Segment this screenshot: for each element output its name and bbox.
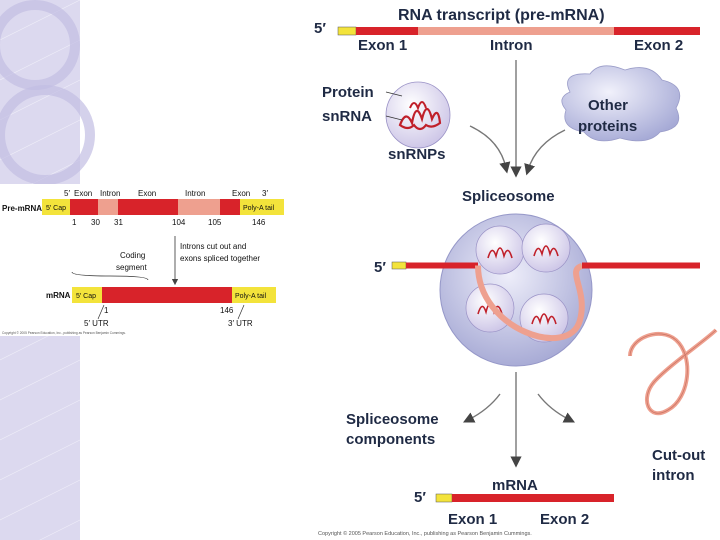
top-five-prime: 5′ (314, 20, 326, 37)
inner-snrna-2 (533, 245, 559, 257)
left-copyright: Copyright © 2005 Pearson Education, Inc.… (2, 331, 126, 335)
top-exon2-segment (614, 27, 700, 35)
bottom-exon1-segment (452, 494, 528, 502)
left-mrna-coding-segment (102, 287, 232, 303)
left-polya-label: Poly-A tail (243, 205, 275, 212)
left-mrna-polya-segment (232, 287, 276, 303)
inner-snrna-4 (531, 313, 557, 325)
left-utr5-leader (97, 304, 105, 320)
left-polya-segment (240, 199, 284, 215)
mid-cap (391, 261, 407, 270)
bottom-exon2-label: Exon 2 (540, 511, 589, 528)
left-exon-b: Exon (138, 189, 156, 198)
left-intron-b: Intron (185, 189, 205, 198)
left-exon-a: Exon (74, 189, 92, 198)
inner-snrnp-2 (521, 223, 571, 273)
bottom-exon2-segment (528, 494, 614, 502)
spliceosome-label: Spliceosome (462, 188, 555, 205)
left-utr3-leader (237, 304, 245, 320)
components-line1: Spliceosome (346, 411, 439, 428)
left-exon-segment-3 (220, 199, 240, 215)
other-proteins-arrow (524, 129, 566, 176)
premrna-title: RNA transcript (pre-mRNA) (398, 7, 605, 24)
top-intron-label: Intron (490, 37, 533, 54)
right-copyright: Copyright © 2005 Pearson Education, Inc.… (318, 530, 532, 537)
left-utr3: 3′ UTR (228, 319, 253, 328)
left-exon-segment-2 (118, 199, 178, 215)
bottom-five-prime: 5′ (414, 489, 426, 506)
snrnp-body (385, 81, 451, 149)
left-introns-line1: Introns cut out and (180, 242, 246, 251)
bottom-exon1-label: Exon 1 (448, 511, 497, 528)
left-num-104: 104 (172, 218, 186, 227)
left-intron-a: Intron (100, 189, 120, 198)
left-num-1: 1 (72, 218, 77, 227)
left-intron-segment-1 (98, 199, 118, 215)
mrna-label: mRNA (492, 477, 538, 494)
other-proteins-cloud (561, 65, 681, 142)
left-coding-bracket (71, 271, 149, 281)
top-exon1-label: Exon 1 (358, 37, 407, 54)
arrow-to-cutout (537, 393, 576, 423)
left-mrna-cap-segment (72, 287, 102, 303)
left-three-prime: 3′ (262, 189, 268, 198)
left-exon-segment-1 (70, 199, 98, 215)
snrna-coil (398, 107, 442, 131)
top-exon1-segment (356, 27, 418, 35)
cutout-line1: Cut-out (652, 447, 705, 464)
components-line2: components (346, 431, 435, 448)
mrna-strand (435, 493, 614, 503)
mid-five-prime: 5′ (374, 259, 386, 276)
snrnp-particle (385, 81, 451, 149)
left-mrna-bar (72, 287, 276, 303)
mid-intron-loop (475, 263, 585, 341)
left-mrna-num-146: 146 (220, 306, 234, 315)
left-five-prime: 5′ (64, 189, 70, 198)
protein-leader (385, 91, 403, 97)
snrna-leader (385, 115, 403, 121)
left-mrna-cap-label: 5′ Cap (76, 293, 96, 300)
spliceosome-rna (391, 261, 700, 341)
left-mrna-polya-label: Poly-A tail (235, 293, 267, 300)
snrna-coil-upper (409, 101, 427, 111)
left-cap-segment (42, 199, 70, 215)
right-panel: RNA transcript (pre-mRNA) 5′ Exon 1 Intr… (314, 7, 718, 537)
top-intron-segment (418, 27, 614, 35)
left-premrna-label: Pre-mRNA (2, 204, 42, 213)
premrna-strand (337, 26, 700, 36)
snrnp-arrow (469, 125, 511, 174)
snrnps-label: snRNPs (388, 146, 446, 163)
top-exon2-label: Exon 2 (634, 37, 683, 54)
arrow-to-components (462, 393, 501, 423)
other-proteins-line2: proteins (578, 118, 637, 135)
cutout-intron-outline (629, 329, 717, 414)
snrna-label: snRNA (322, 108, 372, 125)
cutout-line2: intron (652, 467, 695, 484)
left-num-30: 30 (91, 218, 100, 227)
bottom-cap (435, 493, 453, 503)
left-coding-line2: segment (116, 263, 147, 272)
inner-snrnp-1 (475, 225, 525, 275)
left-num-105: 105 (208, 218, 222, 227)
inner-snrna-1 (487, 247, 513, 259)
left-coding-line1: Coding (120, 251, 145, 260)
left-exon-c: Exon (232, 189, 250, 198)
left-utr5: 5′ UTR (84, 319, 109, 328)
other-proteins-line1: Other (588, 97, 628, 114)
protein-label: Protein (322, 84, 374, 101)
left-num-146: 146 (252, 218, 266, 227)
left-cap-label: 5′ Cap (46, 205, 66, 212)
top-cap (337, 26, 357, 36)
left-mrna-label: mRNA (46, 291, 71, 300)
left-intron-segment-2 (178, 199, 220, 215)
left-premrna-bar (42, 199, 284, 215)
left-introns-line2: exons spliced together (180, 254, 260, 263)
left-num-31: 31 (114, 218, 123, 227)
inner-snrnp-4 (519, 293, 569, 343)
left-mrna-num-1: 1 (104, 306, 109, 315)
left-panel: 5′ Exon Intron Exon Intron Exon 3′ Pre-m… (0, 184, 314, 336)
cutout-intron-loop (628, 328, 718, 416)
